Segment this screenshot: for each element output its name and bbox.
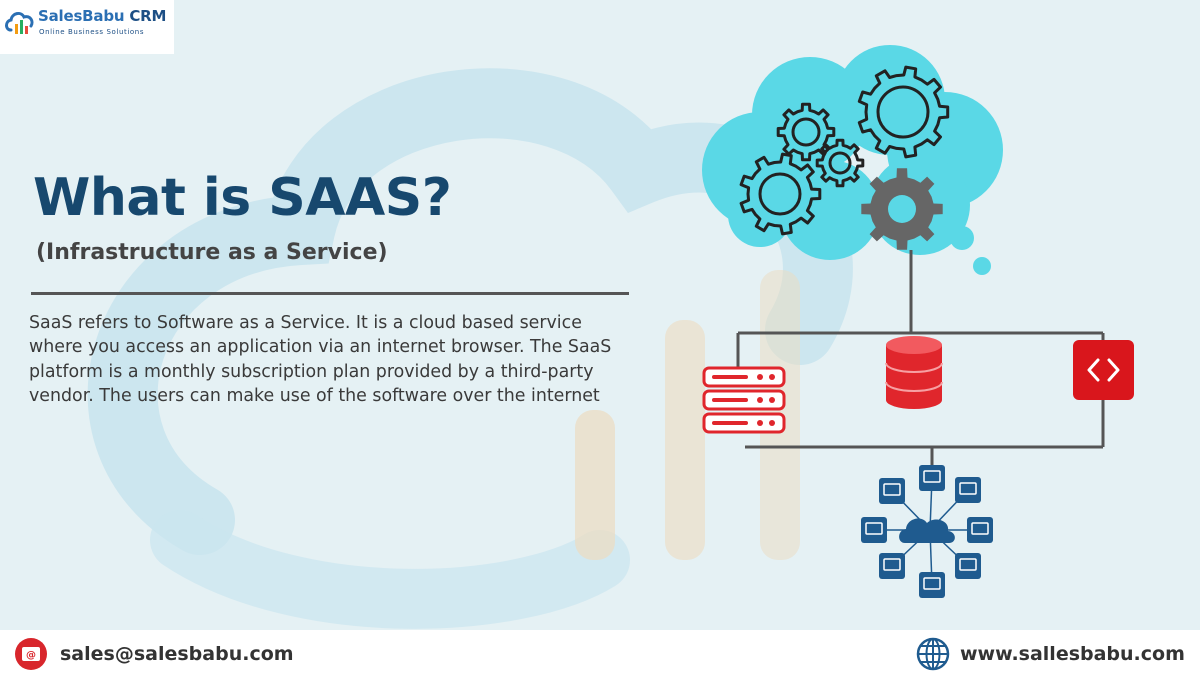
connector-lines (736, 250, 1105, 467)
footer-website[interactable]: www.sallesbabu.com (960, 643, 1185, 665)
code-icon (1073, 340, 1134, 400)
globe-icon (916, 637, 950, 671)
camera-icon (919, 465, 945, 491)
gear-icon (739, 152, 822, 236)
monitor-icon (967, 517, 993, 543)
brand-logo[interactable]: SalesBabu CRM Online Business Solutions (0, 0, 174, 54)
laptop-icon (861, 517, 887, 543)
gears-group (739, 65, 950, 250)
gear-hole (876, 85, 930, 139)
gear-icon (857, 65, 950, 159)
database-icon (885, 336, 943, 409)
page-title: What is SAAS? (33, 168, 452, 228)
gear-hole (791, 117, 821, 147)
server-icon (702, 366, 786, 434)
gear-icon (815, 138, 865, 188)
footer-email[interactable]: sales@salesbabu.com (60, 643, 294, 665)
page-subtitle: (Infrastructure as a Service) (36, 240, 388, 265)
gear-hole (888, 195, 916, 223)
salesbabu-logo-icon (5, 11, 34, 34)
email-icon: @ (15, 638, 47, 670)
device-network (861, 465, 993, 598)
brand-tagline: Online Business Solutions (39, 28, 145, 36)
thought-cloud (702, 45, 1003, 275)
brand-name-part2: CRM (129, 7, 167, 25)
tablet-icon (955, 553, 981, 579)
cloud-icon (899, 518, 955, 543)
monitor-icon (879, 478, 905, 504)
gear-hole (828, 151, 852, 175)
gear-icon (776, 102, 836, 162)
divider (31, 292, 629, 295)
description-paragraph: SaaS refers to Software as a Service. It… (29, 313, 612, 407)
svg-text:@: @ (26, 650, 36, 661)
brand-name: SalesBabu CRM (38, 7, 166, 25)
gear-hole (758, 172, 802, 216)
brand-name-part1: SalesBabu (38, 7, 125, 25)
camera-icon (919, 572, 945, 598)
laptop-icon (955, 477, 981, 503)
phone-icon (879, 553, 905, 579)
footer-bar (0, 630, 1200, 675)
